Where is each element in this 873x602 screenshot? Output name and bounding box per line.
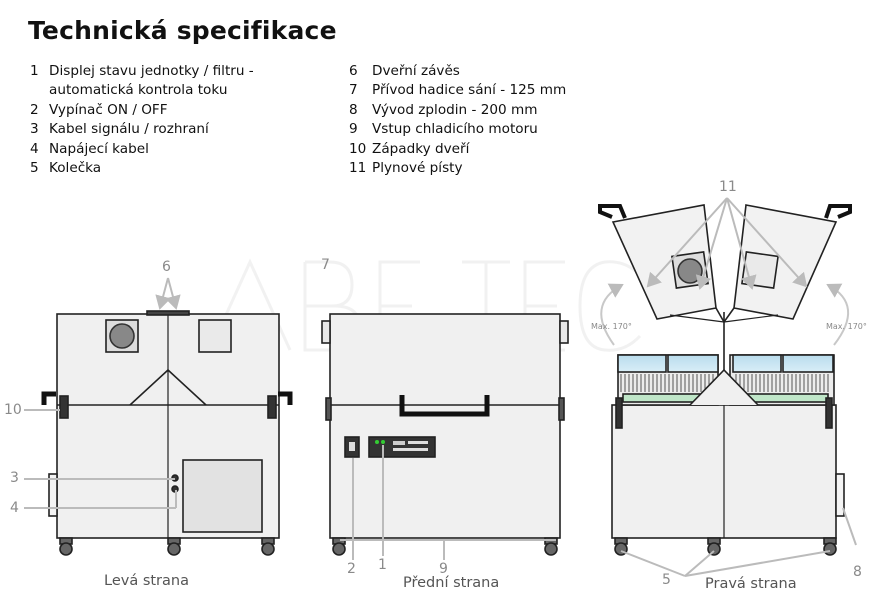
callout-6: 6 — [162, 259, 171, 275]
front-latch-l — [325, 397, 332, 421]
front-handle — [399, 395, 490, 417]
legend-item-1-cont: automatická kontrola toku — [49, 82, 228, 99]
status-display — [368, 436, 436, 458]
hose-inlet-icon — [109, 323, 135, 349]
angle-label-right: Max. 170° — [826, 322, 867, 331]
callout-5: 5 — [662, 572, 671, 588]
filter-top-4 — [782, 354, 834, 373]
angle-label-left: Max. 170° — [591, 322, 632, 331]
filter-pleats — [620, 374, 829, 392]
left-callout-lines — [24, 277, 181, 509]
callout-9: 9 — [439, 561, 448, 577]
left-latch-handle-l — [41, 391, 56, 405]
left-chevron-l — [129, 369, 169, 406]
callout-8: 8 — [853, 564, 862, 580]
caption-right-side: Pravá strana — [705, 576, 797, 592]
rotation-arcs — [600, 283, 849, 346]
left-latch-handle-r — [278, 391, 293, 405]
left-port — [48, 473, 58, 517]
open-door-right-handle — [824, 204, 852, 219]
on-off-switch-toggle — [349, 442, 355, 451]
callout-2: 2 — [347, 561, 356, 577]
door-latch-left — [59, 395, 69, 419]
front-callout-lines — [340, 445, 556, 560]
open-door-left-inlet-icon — [677, 258, 703, 284]
front-latch-r — [558, 397, 565, 421]
left-vent — [198, 319, 232, 353]
callout-1: 1 — [378, 557, 387, 573]
callout-10: 10 — [4, 402, 22, 418]
left-chevron-r — [167, 369, 207, 406]
callout-7: 7 — [321, 257, 330, 273]
filter-top-3 — [732, 354, 782, 373]
open-door-left-handle — [598, 204, 627, 219]
page-title: Technická specifikace — [28, 16, 337, 45]
left-service-panel — [182, 459, 263, 533]
left-hinge — [146, 310, 190, 316]
front-side-box-l — [321, 320, 331, 344]
front-side-box-r — [559, 320, 569, 344]
right-side-view — [598, 204, 852, 556]
status-display-leds — [375, 440, 428, 451]
door-hinge-joint — [715, 307, 735, 324]
right-callout-lines — [620, 197, 857, 577]
front-cabinet — [329, 313, 561, 539]
callout-4: 4 — [10, 500, 19, 516]
callout-3: 3 — [10, 470, 19, 486]
gas-strut-right — [723, 314, 779, 323]
caption-left-side: Levá strana — [104, 573, 189, 589]
left-side-view — [41, 310, 293, 556]
front-view — [321, 313, 569, 556]
gas-strut-left — [669, 314, 725, 323]
right-wheels — [614, 537, 837, 556]
exhaust-outlet — [835, 473, 845, 517]
door-latch-right — [267, 395, 277, 419]
callout-11: 11 — [719, 179, 737, 195]
left-wheels — [59, 537, 275, 556]
filter-top-2 — [667, 354, 719, 373]
filter-top-1 — [617, 354, 667, 373]
caption-front: Přední strana — [403, 575, 500, 591]
right-latch-r — [825, 397, 833, 429]
right-latch-l — [615, 397, 623, 429]
